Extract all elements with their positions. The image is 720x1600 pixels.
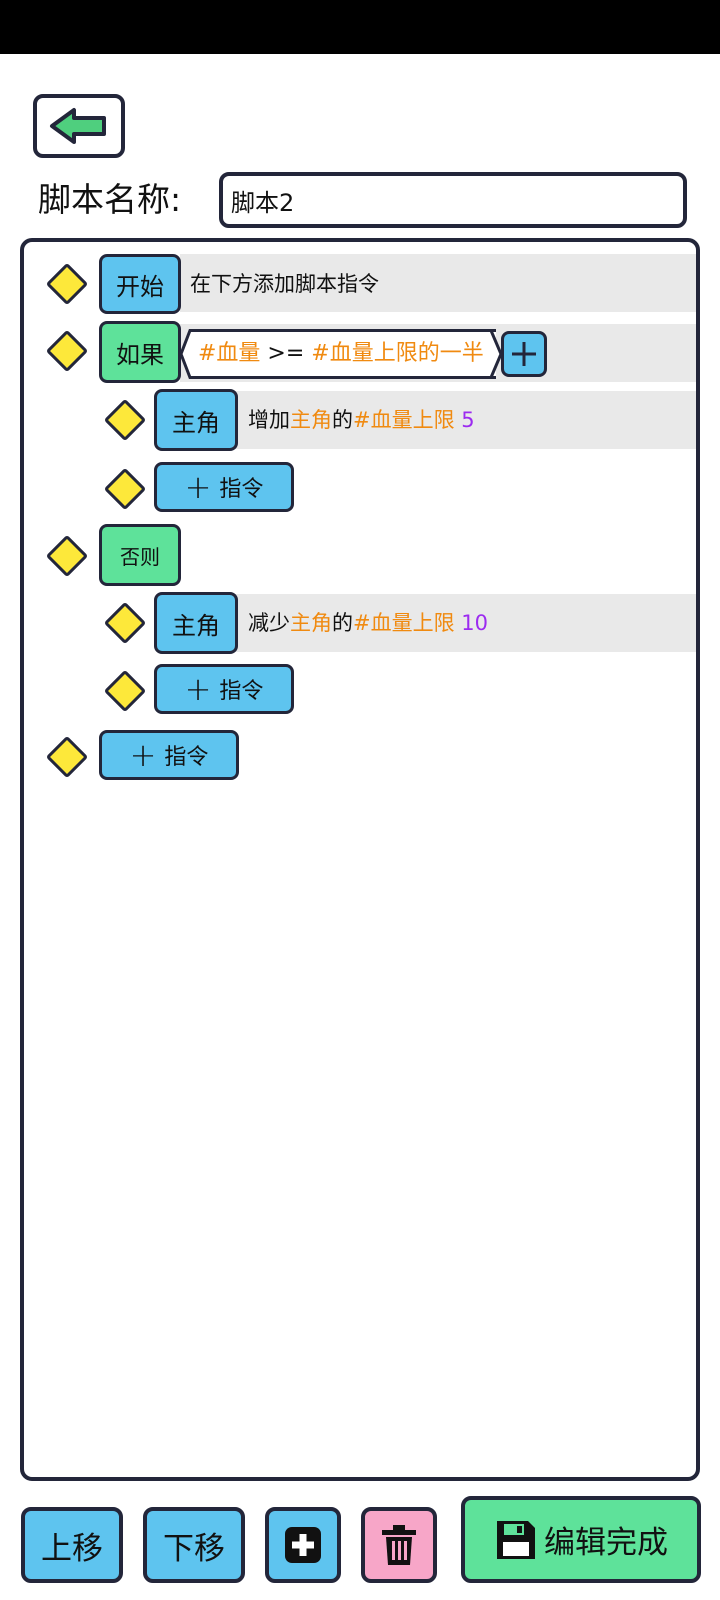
command-target: 主角 (290, 408, 332, 432)
add-button[interactable] (265, 1507, 341, 1583)
drag-handle-icon[interactable] (103, 601, 147, 645)
if-tag[interactable]: 如果 (99, 321, 181, 383)
start-tag[interactable]: 开始 (99, 254, 181, 314)
command-row: 主角 减少主角的#血量上限 10 (24, 592, 696, 656)
script-name-label: 脚本名称: (38, 180, 182, 219)
add-command-label: 指令 (219, 679, 264, 704)
drag-handle-icon[interactable] (103, 669, 147, 713)
move-down-button[interactable]: 下移 (143, 1507, 245, 1583)
back-button[interactable] (33, 94, 125, 158)
trash-icon (382, 1525, 416, 1565)
save-done-label: 编辑完成 (544, 1525, 668, 1561)
plus-square-icon (285, 1527, 321, 1563)
add-condition-button[interactable] (501, 331, 547, 377)
save-done-button[interactable]: 编辑完成 (461, 1496, 701, 1583)
plus-icon: + (184, 670, 212, 708)
command-value: 5 (461, 408, 475, 432)
add-command-label: 指令 (219, 477, 264, 502)
move-up-button[interactable]: 上移 (21, 1507, 123, 1583)
command-attribute: #血量上限 (353, 408, 455, 432)
command-value: 10 (461, 611, 489, 635)
start-row: 开始 在下方添加脚本指令 (24, 254, 696, 314)
command-of: 的 (332, 611, 353, 635)
command-verb: 减少 (248, 611, 290, 635)
condition-operator: >= (260, 341, 312, 366)
subject-tag[interactable]: 主角 (154, 389, 238, 451)
drag-handle-icon[interactable] (103, 467, 147, 511)
plus-icon (512, 342, 536, 366)
start-hint: 在下方添加脚本指令 (190, 272, 379, 296)
command-target: 主角 (290, 611, 332, 635)
script-name-input[interactable] (219, 172, 687, 228)
command-row: 主角 增加主角的#血量上限 5 (24, 389, 696, 453)
subject-tag[interactable]: 主角 (154, 592, 238, 654)
condition-right: #血量上限的一半 (311, 341, 484, 366)
back-arrow-icon (50, 108, 106, 144)
condition-left-cap (180, 329, 200, 379)
script-editor[interactable]: 开始 在下方添加脚本指令 如果 #血量 >= #血量上限的一半 主角 增加主角的… (20, 238, 700, 1481)
drag-handle-icon[interactable] (45, 534, 89, 578)
drag-handle-icon[interactable] (103, 398, 147, 442)
add-command-button[interactable]: + 指令 (154, 664, 294, 714)
command-attribute: #血量上限 (353, 611, 455, 635)
else-tag[interactable]: 否则 (99, 524, 181, 586)
floppy-disk-icon (497, 1520, 535, 1559)
delete-button[interactable] (361, 1507, 437, 1583)
command-verb: 增加 (248, 408, 290, 432)
drag-handle-icon[interactable] (45, 262, 89, 306)
status-bar (0, 0, 720, 54)
condition-right-cap (483, 329, 503, 379)
plus-icon: + (184, 468, 212, 506)
command-text[interactable]: 减少主角的#血量上限 10 (248, 608, 488, 638)
command-text[interactable]: 增加主角的#血量上限 5 (248, 405, 475, 435)
add-command-label: 指令 (164, 745, 209, 770)
add-command-button[interactable]: + 指令 (99, 730, 239, 780)
add-command-button[interactable]: + 指令 (154, 462, 294, 512)
condition-left: #血量 (198, 341, 261, 366)
command-of: 的 (332, 408, 353, 432)
condition-field[interactable]: #血量 >= #血量上限的一半 (198, 329, 496, 379)
drag-handle-icon[interactable] (45, 735, 89, 779)
plus-icon: + (129, 736, 157, 774)
